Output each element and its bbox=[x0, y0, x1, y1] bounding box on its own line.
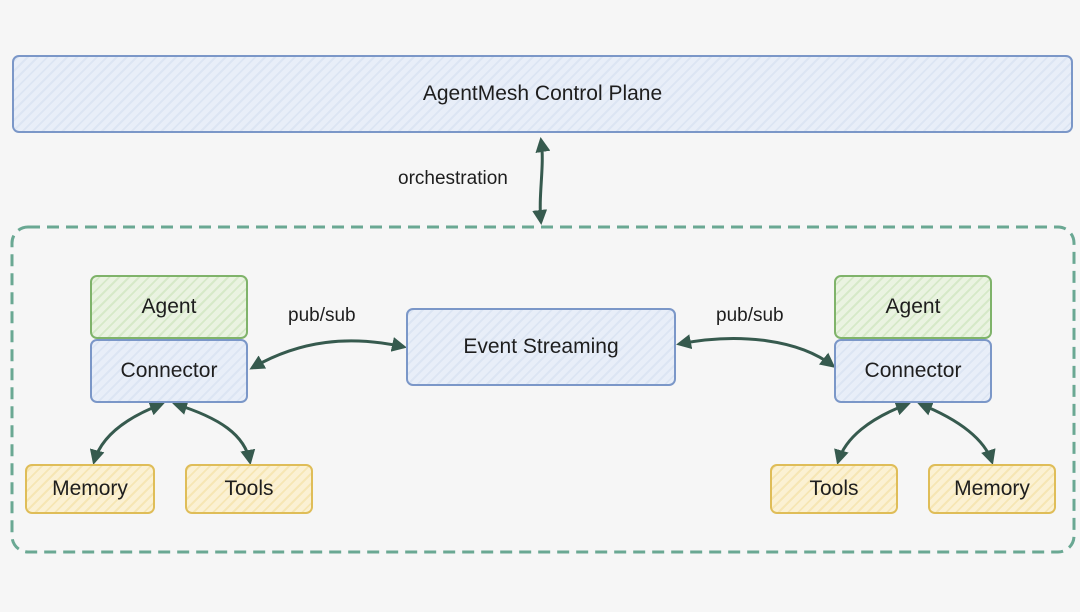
connector-label-right: Connector bbox=[864, 359, 962, 382]
memory-node-left: Memory bbox=[25, 464, 155, 514]
mesh-boundary bbox=[10, 225, 1076, 554]
pubsub-arrow-right bbox=[676, 334, 836, 368]
agent-label-right: Agent bbox=[885, 295, 941, 318]
control-plane-label: AgentMesh Control Plane bbox=[422, 82, 663, 105]
connector-memory-arrow-right bbox=[917, 401, 996, 465]
tools-label-right: Tools bbox=[809, 477, 859, 500]
orchestration-label: orchestration bbox=[398, 168, 508, 189]
event-streaming-node: Event Streaming bbox=[406, 308, 676, 386]
connector-tools-arrow-left bbox=[172, 400, 256, 465]
memory-node-right: Memory bbox=[928, 464, 1056, 514]
agent-label-left: Agent bbox=[141, 295, 197, 318]
connector-node-right: Connector bbox=[834, 339, 992, 403]
connector-node-left: Connector bbox=[90, 339, 248, 403]
pubsub-label-right: pub/sub bbox=[716, 305, 784, 326]
pubsub-label-left: pub/sub bbox=[288, 305, 356, 326]
agent-node-left: Agent bbox=[90, 275, 248, 339]
agent-node-right: Agent bbox=[834, 275, 992, 339]
pubsub-arrow-left bbox=[249, 337, 407, 370]
orchestration-arrow bbox=[532, 137, 551, 225]
tools-node-left: Tools bbox=[185, 464, 313, 514]
connector-tools-arrow-right bbox=[834, 401, 911, 465]
event-streaming-label: Event Streaming bbox=[463, 335, 619, 358]
tools-node-right: Tools bbox=[770, 464, 898, 514]
connector-label-left: Connector bbox=[120, 359, 218, 382]
memory-label-left: Memory bbox=[52, 477, 128, 500]
control-plane-node: AgentMesh Control Plane bbox=[12, 55, 1073, 133]
connector-memory-arrow-left bbox=[89, 401, 165, 465]
memory-label-right: Memory bbox=[954, 477, 1030, 500]
tools-label-left: Tools bbox=[224, 477, 274, 500]
